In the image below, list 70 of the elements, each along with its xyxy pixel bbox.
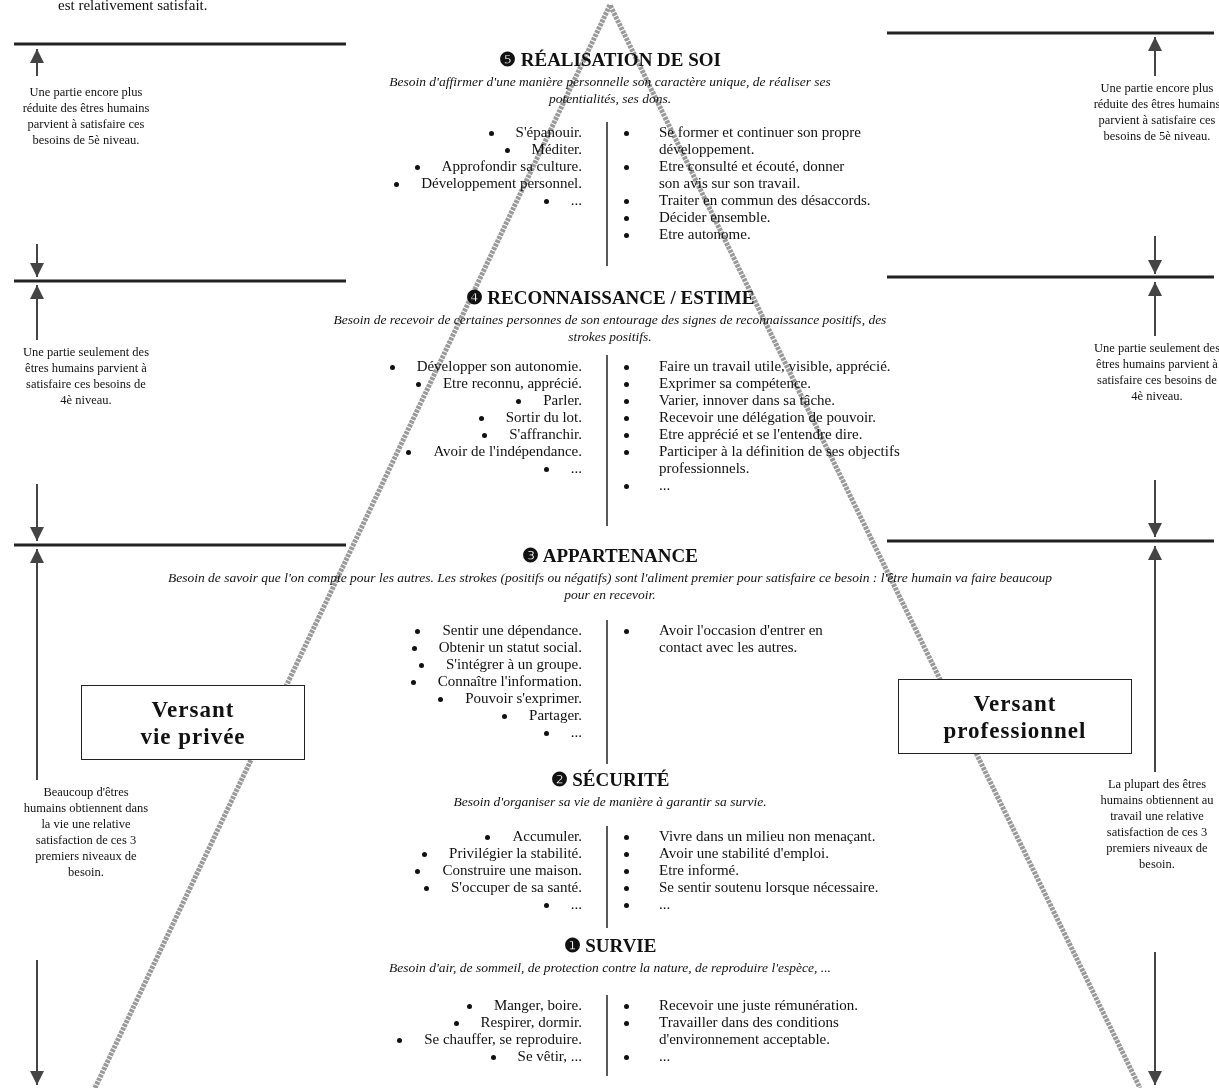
list-item: Etre reconnu, apprécié. — [442, 375, 582, 392]
level-description: Besoin d'organiser sa vie de manière à garantir sa survie. — [452, 793, 768, 810]
list-item: Privilégier la stabilité. — [449, 845, 582, 862]
list-item: S'épanouir. — [515, 124, 582, 141]
label-box — [898, 679, 1132, 754]
list-item: ... — [659, 477, 671, 494]
list-item: Travailler dans des conditions d'environnement acceptable. — [659, 1014, 840, 1048]
list-item: S'affranchir. — [509, 426, 582, 443]
list-item: Participer à la définition de ses objectifs professionnels. — [659, 443, 901, 477]
side-note: Une partie encore plus réduite des êtres humains parvient à satisfaire ces besoins de 5è niveau. — [1093, 80, 1219, 144]
list-item: Avoir une stabilité d'emploi. — [659, 845, 829, 862]
list-item: Traiter en commun des désaccords. — [659, 192, 871, 209]
list-item: Approfondir sa culture. — [441, 158, 582, 175]
list-item: Développer son autonomie. — [416, 358, 582, 375]
level-heading: ❶ SURVIE — [562, 934, 658, 957]
box-label: Versant professionnel — [942, 689, 1088, 744]
side-note: La plupart des êtres humains obtiennent au travail une relative satisfaction de ces 3 premiers niveaux de besoin. — [1099, 776, 1215, 872]
list-item: ... — [570, 460, 582, 477]
side-note: Une partie encore plus réduite des êtres humains parvient à satisfaire ces besoins de 5è niveau. — [22, 84, 150, 148]
level-heading: ❺ RÉALISATION DE SOI — [498, 48, 722, 71]
list-item: Sortir du lot. — [505, 409, 582, 426]
list-item: Varier, innover dans sa tâche. — [659, 392, 835, 409]
list-item: Faire un travail utile, visible, apprécié. — [659, 358, 891, 375]
list-item: Se former et continuer son propre développement. — [659, 124, 863, 158]
list-item: Obtenir un statut social. — [438, 639, 582, 656]
list-item: Décider ensemble. — [659, 209, 771, 226]
list-item: Méditer. — [531, 141, 582, 158]
list-item: Avoir l'occasion d'entrer en contact avec les autres. — [659, 622, 824, 656]
list-item: Exprimer sa compétence. — [659, 375, 811, 392]
level-description: Besoin d'affirmer d'une manière personnelle son caractère unique, de réaliser ses potentialités, ses dons. — [388, 73, 832, 107]
list-item: S'intégrer à un groupe. — [446, 656, 582, 673]
list-item: S'occuper de sa santé. — [451, 879, 582, 896]
level-heading: ❷ SÉCURITÉ — [549, 768, 671, 791]
list-item: Se chauffer, se reproduire. — [424, 1031, 582, 1048]
list-item: Etre consulté et écouté, donner son avis sur son travail. — [659, 158, 846, 192]
list-item: ... — [659, 1048, 671, 1065]
note-text: est relativement satisfait. — [58, 0, 208, 13]
list-item: Etre informé. — [659, 862, 739, 879]
list-item: ... — [570, 192, 582, 209]
list-item: Se vêtir, ... — [517, 1048, 582, 1065]
level-description: Besoin d'air, de sommeil, de protection contre la nature, de reproduire l'espèce, ... — [388, 959, 832, 976]
level-heading: ❹ RECONNAISSANCE / ESTIME — [464, 286, 756, 309]
list-item: Connaître l'information. — [437, 673, 582, 690]
list-item: Vivre dans un milieu non menaçant. — [659, 828, 876, 845]
list-item: ... — [570, 896, 582, 913]
box-label: Versant vie privée — [139, 695, 247, 750]
list-item: Développement personnel. — [421, 175, 582, 192]
level-description: Besoin de savoir que l'on compte pour les autres. Les strokes (positifs ou négatifs) sont l'aliment premier pour satisfaire ce besoin : l'être humain va faire beaucoup pour en recevoir. — [166, 569, 1054, 603]
list-item: Parler. — [543, 392, 582, 409]
list-item: Etre apprécié et se l'entendre dire. — [659, 426, 863, 443]
list-item: Construire une maison. — [442, 862, 582, 879]
side-note: Une partie seulement des êtres humains parvient à satisfaire ces besoins de 4è niveau. — [1093, 340, 1219, 404]
list-item: ... — [659, 896, 671, 913]
list-item: Sentir une dépendance. — [442, 622, 582, 639]
level-description: Besoin de recevoir de certaines personnes de son entourage des signes de reconnaissance positifs, des strokes positifs. — [332, 311, 888, 345]
side-note: Une partie seulement des êtres humains parvient à satisfaire ces besoins de 4è niveau. — [22, 344, 150, 408]
list-item: Manger, boire. — [493, 997, 582, 1014]
list-item: Respirer, dormir. — [480, 1014, 582, 1031]
list-item: Avoir de l'indépendance. — [433, 443, 582, 460]
list-item: Se sentir soutenu lorsque nécessaire. — [659, 879, 879, 896]
side-note: Beaucoup d'êtres humains obtiennent dans la vie une relative satisfaction de ces 3 premiers niveaux de besoin. — [22, 784, 150, 880]
list-item: Pouvoir s'exprimer. — [465, 690, 582, 707]
list-item: Recevoir une juste rémunération. — [659, 997, 859, 1014]
list-item: Accumuler. — [512, 828, 582, 845]
list-item: Partager. — [529, 707, 582, 724]
list-item: Recevoir une délégation de pouvoir. — [659, 409, 877, 426]
list-item: ... — [570, 724, 582, 741]
label-box — [81, 685, 305, 760]
list-item: Etre autonome. — [659, 226, 751, 243]
level-heading: ❸ APPARTENANCE — [521, 544, 699, 567]
